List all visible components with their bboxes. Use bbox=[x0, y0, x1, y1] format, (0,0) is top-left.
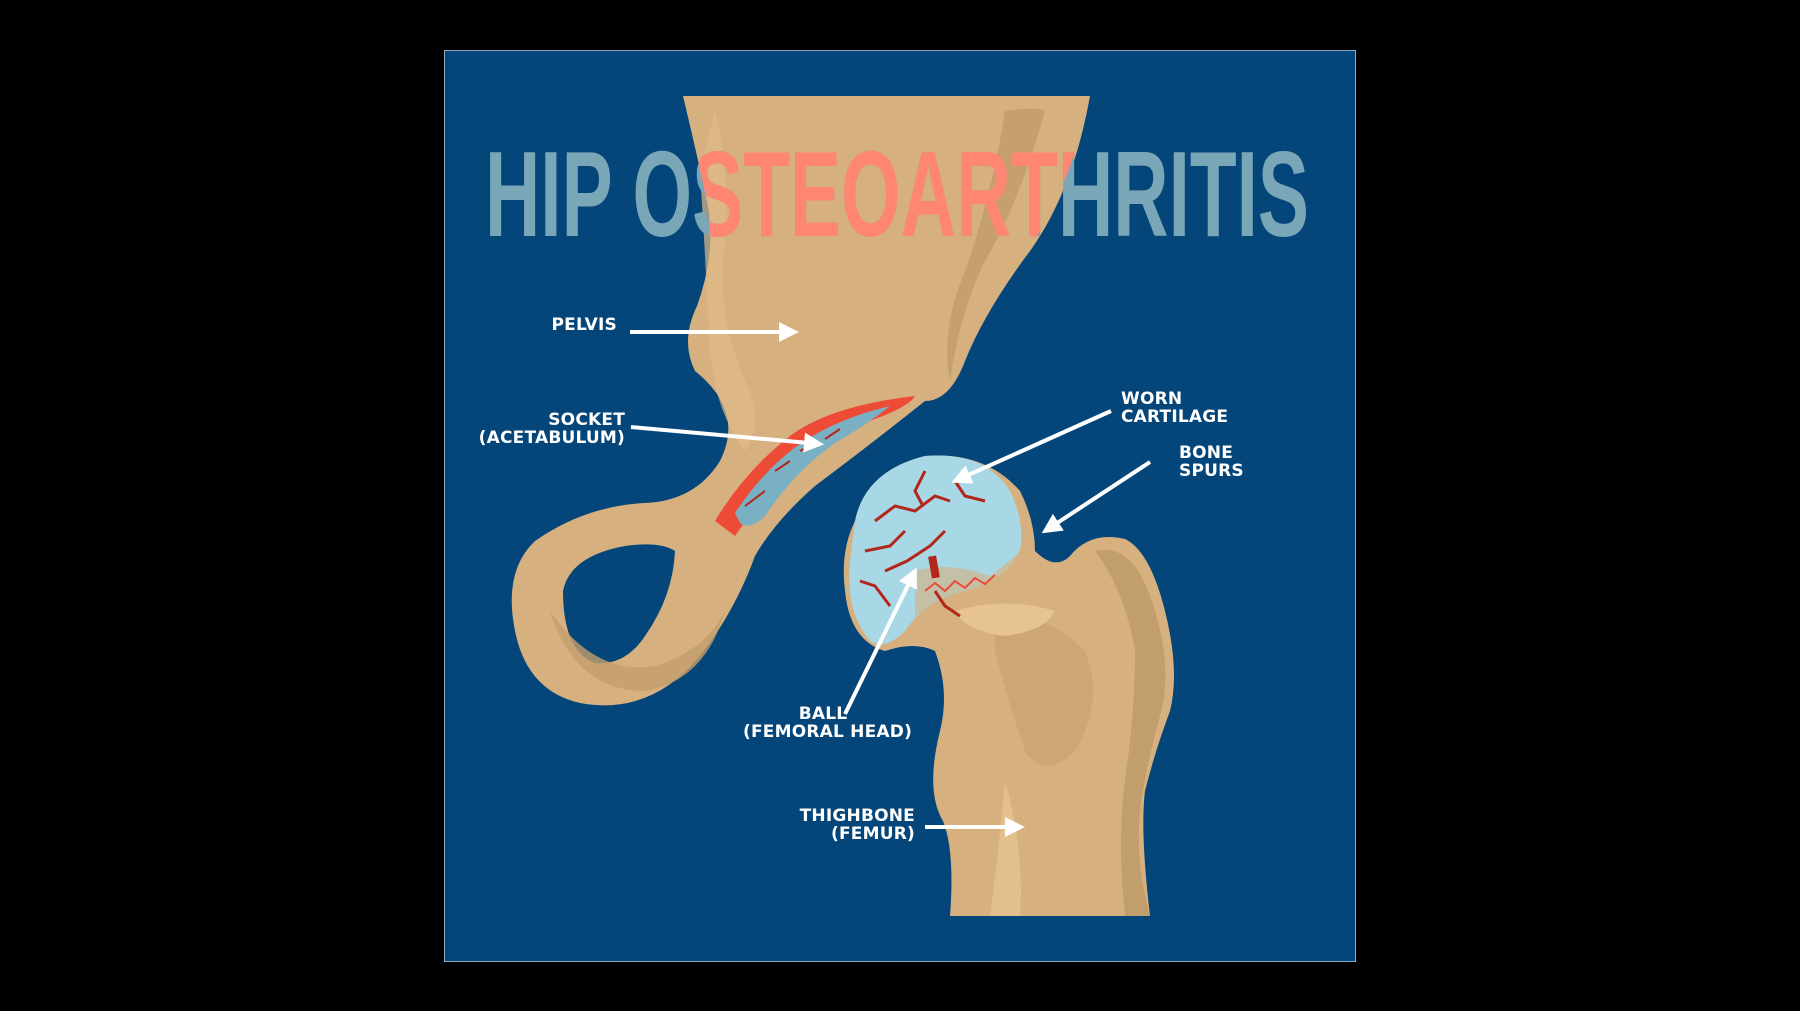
hip-joint-illustration: HIP OSTEOARTHRITIS HIP OSTEOARTHRITIS bbox=[485, 96, 1309, 916]
title-hip: HIP bbox=[485, 126, 611, 262]
label-bone-spurs: BONE SPURS bbox=[1179, 443, 1244, 481]
worn-cartilage-arrow bbox=[951, 409, 1112, 484]
cartilage-cracks bbox=[859, 470, 986, 618]
bone-spurs-arrow bbox=[1041, 460, 1152, 534]
illustration-frame: HIP OSTEOARTHRITIS HIP OSTEOARTHRITIS bbox=[444, 50, 1356, 962]
ball-arrow bbox=[843, 567, 917, 715]
label-thighbone: THIGHBONE (FEMUR) bbox=[799, 806, 915, 844]
pointer-arrows bbox=[630, 322, 1152, 837]
label-socket: SOCKET (ACETABULUM) bbox=[478, 410, 625, 448]
title-osteoarthritis: OSTEOARTHRITIS bbox=[633, 126, 1309, 262]
title: HIP OSTEOARTHRITIS HIP OSTEOARTHRITIS bbox=[485, 126, 1309, 262]
label-ball: BALL (FEMORAL HEAD) bbox=[743, 704, 913, 742]
label-pelvis: PELVIS bbox=[551, 315, 617, 335]
femur-bone bbox=[843, 455, 1174, 916]
label-worn-cartilage: WORN CARTILAGE bbox=[1121, 389, 1229, 427]
svg-text:HIP OSTEOARTHRITIS: HIP OSTEOARTHRITIS bbox=[485, 126, 1309, 262]
bone-spurs-marks bbox=[924, 574, 996, 593]
socket-arrow bbox=[630, 425, 824, 453]
pelvis-bone bbox=[511, 96, 1090, 706]
